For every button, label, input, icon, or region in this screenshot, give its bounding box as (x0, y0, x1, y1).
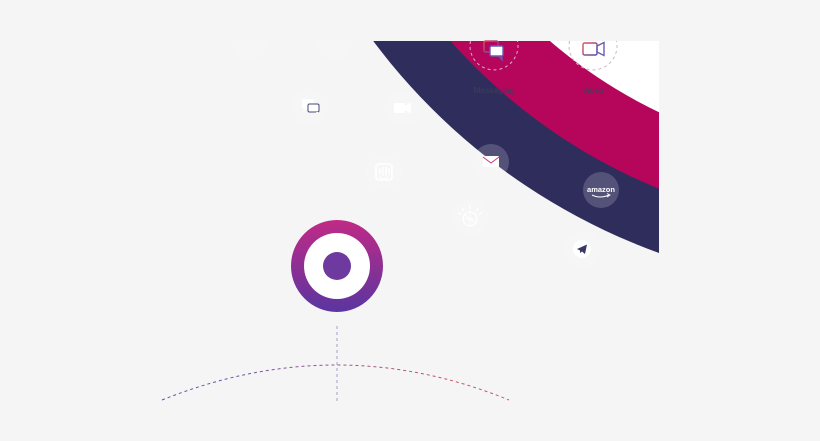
chat-bubbles-icon (292, 89, 328, 125)
video-icon (568, 40, 618, 71)
envelope-icon (473, 144, 509, 180)
curved-dashed-arc (161, 364, 510, 401)
telegram-icon (564, 231, 600, 267)
video-label: Video (582, 86, 604, 95)
messaging-icon (469, 40, 519, 71)
partial-icon-right (315, 41, 351, 59)
amazon-icon: amazon (583, 172, 619, 208)
inner-white-area (549, 41, 659, 113)
video-camera-icon (384, 90, 420, 126)
messaging-label: Messaging (474, 86, 515, 95)
amazon-logo-text: amazon (587, 185, 615, 194)
bands-group (373, 41, 659, 253)
target-logo (291, 220, 383, 312)
partial-icon-left (232, 41, 268, 59)
ibm-watson-icon (452, 199, 488, 235)
top-edge-partial-icons (232, 41, 351, 59)
intercom-icon (366, 154, 402, 190)
